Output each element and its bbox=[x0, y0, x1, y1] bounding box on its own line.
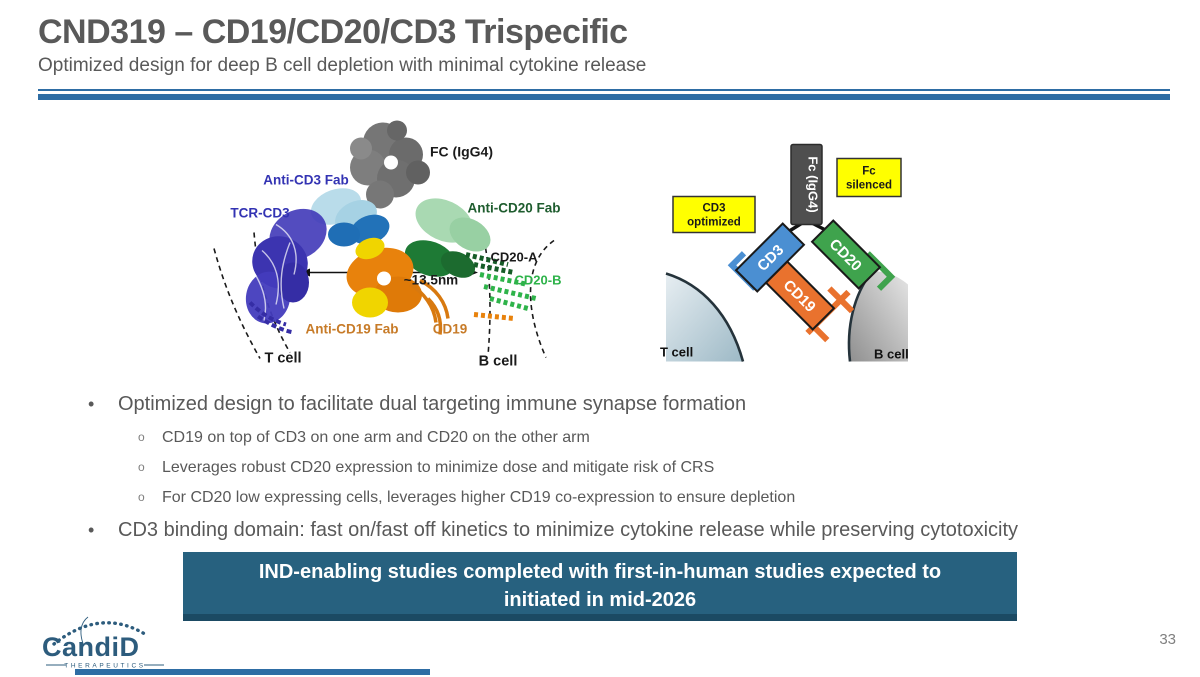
company-logo-svg: CandiD THERAPEUTICS bbox=[42, 616, 164, 670]
structure-figure-svg: FC (IgG4) Anti-CD3 Fab TCR-CD3 Anti-CD20… bbox=[213, 120, 562, 370]
fc-box: Fc (IgG4) bbox=[790, 143, 823, 226]
sub-bullet-marker: o bbox=[138, 430, 145, 444]
label-distance: ~13.5nm bbox=[404, 273, 458, 288]
page-number: 33 bbox=[1159, 631, 1176, 648]
bullet-text: Optimized design to facilitate dual targ… bbox=[118, 393, 747, 415]
label-cd3-optimized-2: optimized bbox=[687, 217, 741, 229]
cd20a-helices bbox=[465, 252, 515, 275]
label-t-cell: T cell bbox=[264, 351, 301, 367]
bullet-text: CD3 binding domain: fast on/fast off kin… bbox=[118, 519, 1019, 541]
schematic-figure-svg: Fc (IgG4) CD3 CD20 CD19 Fc silenced CD3 … bbox=[660, 143, 909, 362]
label-cd19: CD19 bbox=[433, 322, 468, 337]
header-divider-thick bbox=[38, 94, 1170, 100]
logo-tagline: THERAPEUTICS bbox=[64, 663, 145, 670]
sub-bullet-item: o CD19 on top of CD3 on one arm and CD20… bbox=[138, 428, 1168, 447]
label-schematic-b-cell: B cell bbox=[874, 347, 909, 362]
label-anti-cd3: Anti-CD3 Fab bbox=[263, 173, 349, 188]
label-cd20a: CD20-A bbox=[491, 250, 539, 265]
label-b-cell: B cell bbox=[479, 354, 518, 370]
sub-bullet-text: CD19 on top of CD3 on one arm and CD20 o… bbox=[162, 429, 590, 446]
page-title: CND319 – CD19/CD20/CD3 Trispecific bbox=[38, 13, 628, 51]
slide-header: CND319 – CD19/CD20/CD3 Trispecific Optim… bbox=[38, 12, 1170, 77]
sub-bullet-item: o Leverages robust CD20 expression to mi… bbox=[138, 458, 1168, 477]
fc-silenced-callout: Fc silenced bbox=[836, 157, 902, 198]
cd3-optimized-callout: CD3 optimized bbox=[672, 195, 756, 234]
header-divider-thin bbox=[38, 89, 1170, 91]
structure-figure: FC (IgG4) Anti-CD3 Fab TCR-CD3 Anti-CD20… bbox=[198, 112, 570, 380]
bullet-list: • Optimized design to facilitate dual ta… bbox=[88, 392, 1168, 542]
t-cell-shape bbox=[665, 272, 745, 362]
cd19-ribbons bbox=[409, 278, 450, 335]
label-schematic-t-cell: T cell bbox=[660, 345, 693, 360]
schematic-figure: Fc (IgG4) CD3 CD20 CD19 Fc silenced CD3 … bbox=[650, 133, 920, 371]
anti-cd3-fab-blob bbox=[310, 188, 390, 247]
cd19-box: CD19 bbox=[764, 260, 836, 331]
label-tcr-cd3: TCR-CD3 bbox=[230, 206, 290, 221]
sub-bullet-marker: o bbox=[138, 490, 145, 504]
label-fc-silenced-1: Fc bbox=[862, 166, 876, 178]
company-logo: CandiD THERAPEUTICS bbox=[30, 616, 180, 677]
label-anti-cd20: Anti-CD20 Fab bbox=[467, 201, 560, 216]
label-cd3-optimized-1: CD3 bbox=[702, 203, 725, 215]
page-subtitle: Optimized design for deep B cell depleti… bbox=[38, 55, 647, 76]
anti-cd19-fab-blob bbox=[346, 237, 422, 318]
sub-bullet-item: o For CD20 low expressing cells, leverag… bbox=[138, 488, 1168, 507]
sub-bullet-text: Leverages robust CD20 expression to mini… bbox=[162, 459, 715, 476]
logo-dotted-arc bbox=[52, 621, 150, 646]
label-cd20b: CD20-B bbox=[515, 273, 562, 288]
anti-cd20-fab-blob bbox=[404, 198, 491, 278]
sub-bullet-marker: o bbox=[138, 460, 145, 474]
bullet-item: • CD3 binding domain: fast on/fast off k… bbox=[88, 518, 1168, 542]
label-fc-silenced-2: silenced bbox=[846, 180, 892, 192]
logo-thin-line bbox=[80, 616, 89, 647]
bullet-marker: • bbox=[88, 520, 95, 540]
label-fc: FC (IgG4) bbox=[430, 144, 493, 160]
label-schematic-fc: Fc (IgG4) bbox=[806, 156, 821, 212]
cd19-helix bbox=[473, 312, 515, 321]
banner-line-2: initiated in mid-2026 bbox=[503, 589, 697, 611]
bullet-marker: • bbox=[88, 394, 95, 414]
sub-bullet-text: For CD20 low expressing cells, leverages… bbox=[162, 489, 796, 506]
bullet-item: • Optimized design to facilitate dual ta… bbox=[88, 392, 1168, 416]
sub-bullet-list: o CD19 on top of CD3 on one arm and CD20… bbox=[138, 428, 1168, 507]
logo-wordmark: CandiD bbox=[42, 632, 140, 662]
fc-domain-blob bbox=[350, 120, 430, 209]
footer-accent-bar bbox=[75, 669, 430, 675]
banner-line-1: IND-enabling studies completed with firs… bbox=[258, 561, 942, 583]
label-anti-cd19: Anti-CD19 Fab bbox=[305, 322, 398, 337]
tcr-cd3-blob bbox=[245, 208, 327, 335]
cd20b-helices bbox=[479, 272, 537, 311]
ind-status-banner: IND-enabling studies completed with firs… bbox=[183, 552, 1017, 621]
